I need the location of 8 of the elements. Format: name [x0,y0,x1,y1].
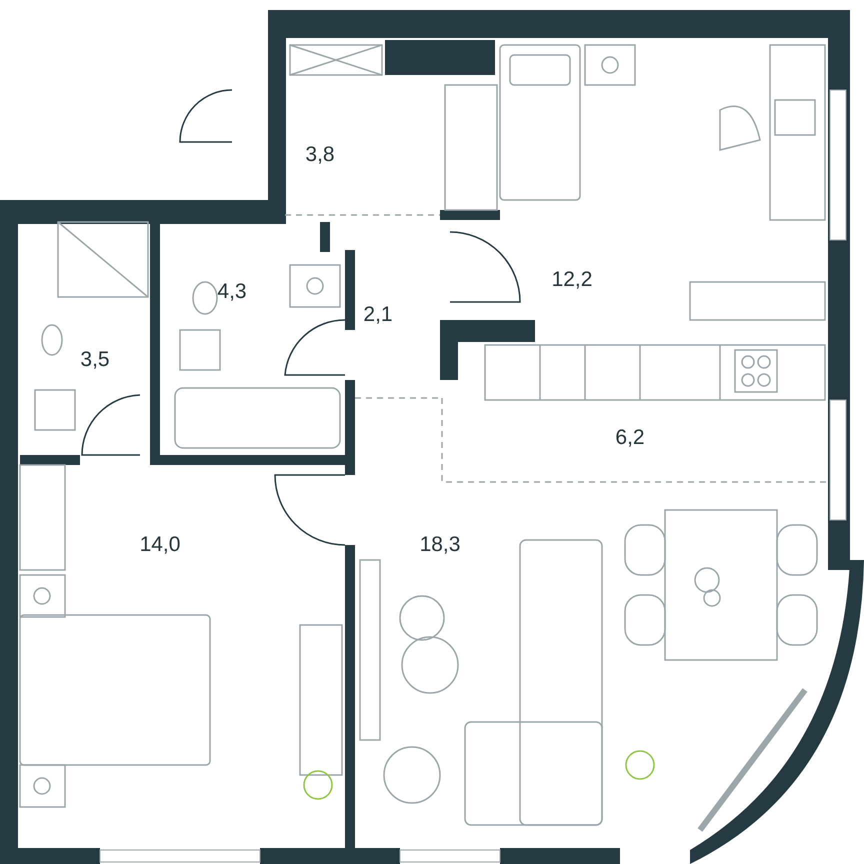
room-area-label: 6,2 [615,426,645,450]
room-area-label: 3,5 [80,348,110,372]
room-area-label: 4,3 [217,280,247,304]
room-area-label: 3,8 [305,143,335,167]
room-area-label: 18,3 [420,533,460,557]
room-area-label: 2,1 [363,303,393,327]
room-area-label: 12,2 [552,268,592,292]
room-area-label: 14,0 [140,533,180,557]
